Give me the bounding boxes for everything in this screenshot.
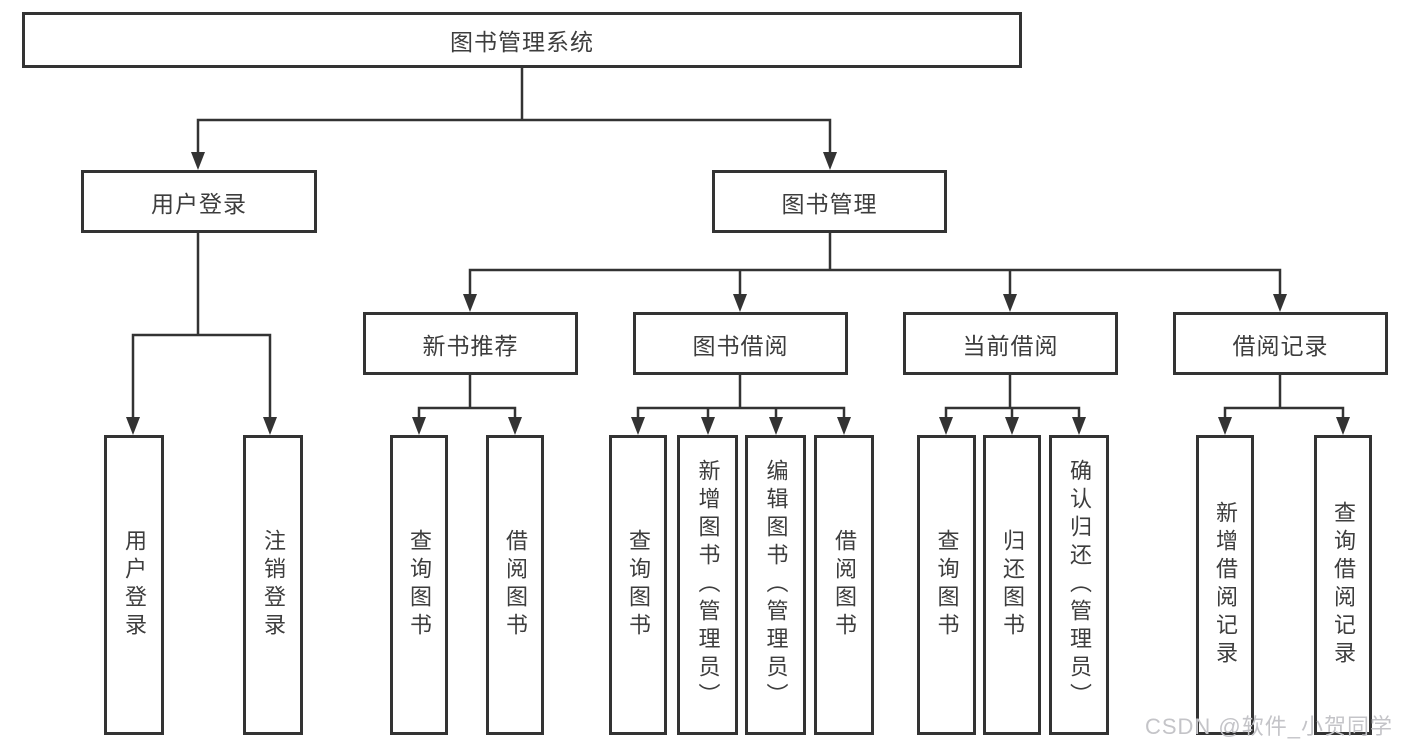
leaf-current-query-books: 查询图书	[917, 435, 976, 735]
leaf-newbook-borrow-books: 借阅图书	[486, 435, 544, 735]
leaf-borrow-borrow-books: 借阅图书	[814, 435, 874, 735]
leaf-confirm-return-admin: 确认归还（管理员）	[1049, 435, 1109, 735]
node-new-book-recommend: 新书推荐	[363, 312, 578, 375]
node-borrow-record: 借阅记录	[1173, 312, 1388, 375]
csdn-watermark: CSDN @软件_小贺同学	[1144, 714, 1393, 739]
leaf-newbook-query-books: 查询图书	[390, 435, 448, 735]
leaf-edit-book-admin: 编辑图书（管理员）	[745, 435, 806, 735]
leaf-logout: 注销登录	[243, 435, 303, 735]
node-book-borrow: 图书借阅	[633, 312, 848, 375]
leaf-query-borrow-record: 查询借阅记录	[1314, 435, 1372, 735]
leaf-user-login: 用户登录	[104, 435, 164, 735]
leaf-add-borrow-record: 新增借阅记录	[1196, 435, 1254, 735]
node-book-management: 图书管理	[712, 170, 947, 233]
leaf-add-book-admin: 新增图书（管理员）	[677, 435, 738, 735]
node-user-login: 用户登录	[81, 170, 317, 233]
node-root-system: 图书管理系统	[22, 12, 1022, 68]
node-current-borrow: 当前借阅	[903, 312, 1118, 375]
leaf-borrow-query-books: 查询图书	[609, 435, 667, 735]
leaf-return-books: 归还图书	[983, 435, 1041, 735]
